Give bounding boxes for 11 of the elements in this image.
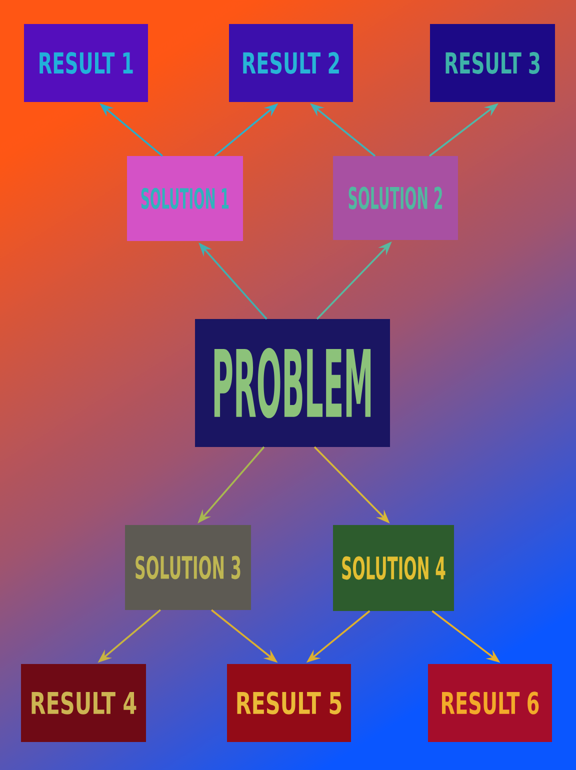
result-box: RESULT 2 <box>229 24 353 102</box>
result-box: RESULT 4 <box>21 664 146 742</box>
result-box: RESULT 6 <box>428 664 552 742</box>
result-box: RESULT 3 <box>430 24 555 102</box>
result-box: RESULT 5 <box>227 664 351 742</box>
solution-box: SOLUTION 2 <box>333 156 458 240</box>
solution-box: SOLUTION 1 <box>127 156 243 241</box>
result-box: RESULT 1 <box>24 24 148 102</box>
solution-box: SOLUTION 4 <box>333 525 454 611</box>
solution-box: SOLUTION 3 <box>125 525 251 610</box>
problem-box: PROBLEM <box>195 319 390 447</box>
